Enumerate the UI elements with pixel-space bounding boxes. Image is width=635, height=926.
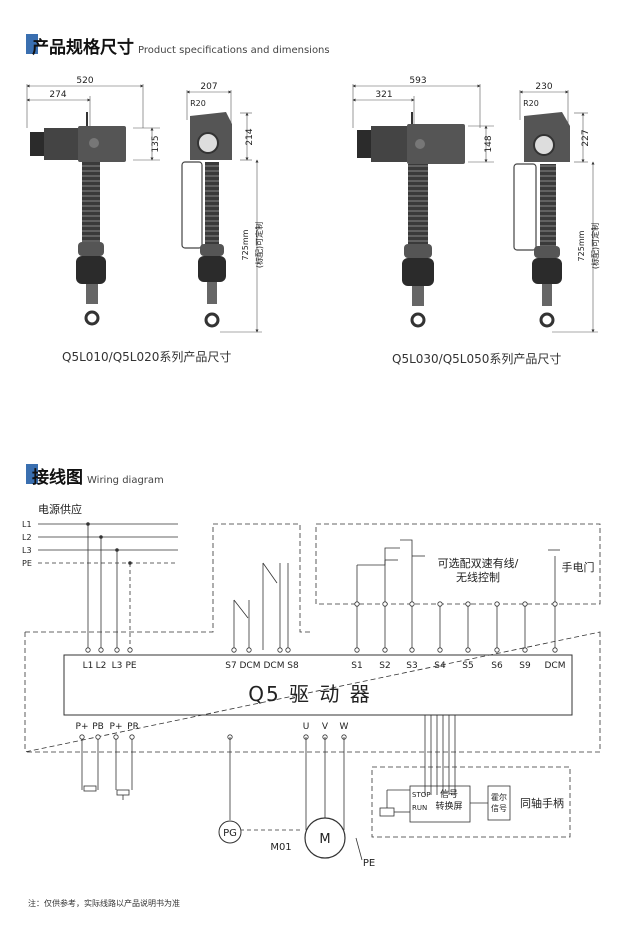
wiring-section-title: 接线图 Wiring diagram (32, 463, 164, 488)
dim-body-height: 148 (484, 135, 494, 152)
coaxial-handle-label: 同轴手柄 (520, 796, 564, 810)
footnote: 注：仅供参考，实际线路以产品说明书为准 (28, 899, 180, 908)
dim-side-width: 230 (535, 82, 552, 92)
dim-lift-length: 725mm (241, 229, 250, 260)
motor-circle (304, 817, 346, 859)
bottom-terminal-labels: P+ PB P+ PR U V W (76, 722, 349, 732)
signal-converter-label: 信号 (440, 788, 458, 800)
dim-side-height: 227 (581, 129, 591, 146)
terminal-s2: S2 (379, 661, 390, 671)
dim-lift-note: (标配)可定制 (590, 223, 600, 269)
terminal-w: W (340, 722, 349, 732)
run-label: RUN (412, 804, 427, 812)
spec-subtitle: Product specifications and dimensions (138, 45, 330, 56)
dim-overall-width: 593 (409, 76, 426, 86)
hall-signal-label: 霍尔 (491, 792, 507, 802)
terminal-s9: S9 (519, 661, 531, 671)
terminal-s1: S1 (351, 661, 362, 671)
terminal-s3: S3 (406, 661, 417, 671)
signal-converter-label-2: 转换屏 (435, 800, 462, 812)
motor-label: M (319, 832, 330, 847)
terminal-pe: PE (125, 661, 136, 671)
terminal-p-plus-2: P+ (110, 722, 123, 732)
section-marker (26, 34, 38, 54)
terminal-pb: PB (92, 722, 104, 732)
stop-label: STOP (412, 791, 430, 799)
dim-hook-offset: 274 (49, 90, 66, 100)
terminal-s6: S6 (491, 661, 503, 671)
hoist-right-caption: Q5L030/Q5L050系列产品尺寸 (392, 352, 562, 366)
dim-lift-length: 725mm (577, 230, 586, 261)
power-line-l2: L2 (22, 533, 32, 542)
driver-label: Q5 驱 动 器 (248, 682, 372, 706)
dim-lift-note: (标配)可定制 (254, 222, 264, 268)
top-terminal-labels: L1 L2 L3 PE S7 DCM DCM S8 S1 S2 S3 S4 S5… (83, 661, 566, 671)
motor-pe: PE (363, 858, 375, 869)
wiring-subtitle: Wiring diagram (87, 475, 164, 486)
terminal-l1: L1 (83, 661, 94, 671)
dim-hook-offset: 321 (375, 90, 392, 100)
dim-hook-radius: R20 (190, 99, 206, 108)
wiring-title-text: 接线图 (32, 468, 83, 488)
dim-side-height: 214 (245, 128, 255, 145)
spec-section-title: 产品规格尺寸 Product specifications and dimensi… (32, 33, 330, 58)
section-marker (26, 464, 38, 484)
dim-body-height: 135 (151, 135, 161, 152)
terminal-u: U (303, 722, 310, 732)
spec-title-text: 产品规格尺寸 (32, 38, 134, 58)
terminal-v: V (322, 722, 329, 732)
hoist-right-side: 230 R20 227 725mm (标配)可定制 (513, 82, 600, 333)
hoist-left-side: 207 R20 214 725mm (标配)可定制 (181, 82, 264, 333)
motor-id: M01 (270, 842, 291, 853)
dim-hook-radius: R20 (523, 99, 539, 108)
terminal-pr: PR (127, 722, 139, 732)
terminal-s4: S4 (434, 661, 446, 671)
wiring-diagram (24, 522, 601, 861)
dim-side-width: 207 (200, 82, 217, 92)
power-line-pe: PE (22, 559, 32, 568)
terminal-s8: S8 (287, 661, 299, 671)
terminal-p-plus-1: P+ (76, 722, 89, 732)
terminal-dcm-2: DCM (264, 661, 285, 671)
power-line-l1: L1 (22, 520, 32, 529)
terminal-s7: S7 (225, 661, 236, 671)
hoist-left-front: 520 274 135 (26, 76, 161, 326)
power-supply-label: 电源供应 (38, 502, 82, 516)
terminal-dcm-1: DCM (240, 661, 261, 671)
pg-label: PG (223, 828, 237, 839)
hall-signal-label-2: 信号 (491, 803, 507, 813)
power-line-l3: L3 (22, 546, 32, 555)
dim-overall-width: 520 (76, 76, 93, 86)
optional-control-label-2: 无线控制 (456, 570, 500, 584)
terminal-l3: L3 (112, 661, 123, 671)
terminal-s5: S5 (462, 661, 473, 671)
hand-latch-label: 手电门 (562, 560, 595, 574)
optional-control-label: 可选配双速有线/ (438, 556, 519, 570)
terminal-l2: L2 (96, 661, 107, 671)
terminal-dcm-3: DCM (545, 661, 566, 671)
pg-encoder-circle (218, 820, 242, 844)
hoist-right-front: 593 321 148 (352, 76, 494, 328)
hoist-left-caption: Q5L010/Q5L020系列产品尺寸 (62, 350, 232, 364)
